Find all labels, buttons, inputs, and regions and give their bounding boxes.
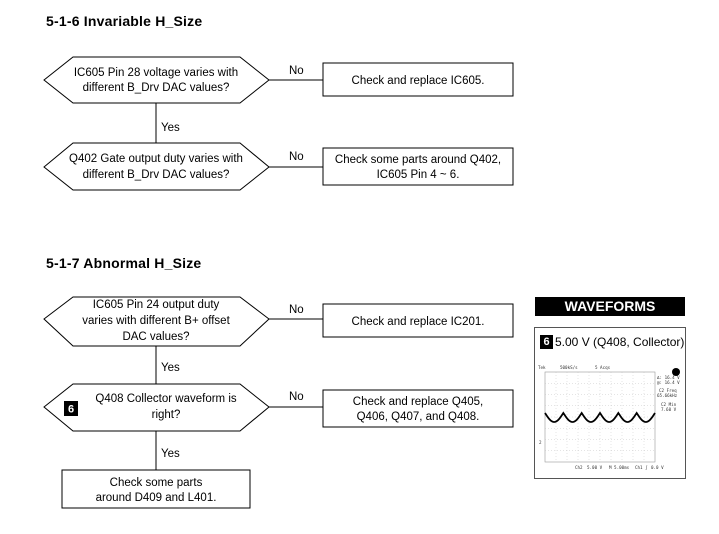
decision-d3-line-2: varies with different B+ offset: [82, 315, 230, 327]
oscilloscope-screen: Tek 500kS/s 5 Acqs Δ: 16.4 V @: 16.4 V C…: [538, 365, 680, 470]
scope-ch-marker: 2: [539, 440, 542, 445]
scope-bottom-volts: 5.00 V: [587, 465, 603, 470]
decision-d2-line-1: Q402 Gate output duty varies with: [69, 153, 243, 165]
result-r2-line-1: Check some parts around Q402,: [335, 154, 501, 166]
result-r3: [322, 303, 514, 338]
waveform-ref-badge-label: 6: [68, 404, 74, 416]
result-r4-line-2: Q406, Q407, and Q408.: [357, 411, 480, 423]
result-r1-line-1: Check and replace IC605.: [352, 75, 485, 87]
scope-readout-6: 7.60 V: [661, 407, 677, 412]
waveforms-title: WAVEFORMS: [535, 297, 685, 316]
result-r4-line-1: Check and replace Q405,: [353, 396, 483, 408]
scope-bottom-trig: Ch1 ∫: [635, 465, 648, 470]
result-r5-line-1: Check some parts: [110, 477, 203, 489]
decision-d1: [43, 56, 270, 104]
label-d2-no: No: [289, 151, 304, 163]
decision-d4-line-2: right?: [152, 409, 181, 421]
waveform-badge: 6: [540, 334, 553, 349]
waveform-label-text: 5.00 V (Q408, Collector): [555, 334, 685, 349]
section-heading-abnormal-h-size: 5-1-7 Abnormal H_Size: [46, 255, 202, 271]
scope-readout-2: @: 16.4 V: [657, 380, 680, 385]
result-r5: [61, 469, 251, 509]
decision-d3-line-1: IC605 Pin 24 output duty: [93, 299, 220, 311]
waveform-ref-badge: [64, 401, 78, 416]
label-d3-no: No: [289, 304, 304, 316]
label-d4-no: No: [289, 391, 304, 403]
decision-d2: [43, 142, 270, 191]
label-d1-yes: Yes: [161, 122, 180, 134]
result-r4: [322, 389, 514, 428]
scope-readout-1: Δ: 16.4 V: [657, 375, 680, 380]
scope-top-left: Tek: [538, 365, 546, 370]
decision-d1-line-1: IC605 Pin 28 voltage varies with: [74, 67, 238, 79]
section-heading-invariable-h-size: 5-1-6 Invariable H_Size: [46, 13, 203, 29]
scope-readout-3: C2 Freq: [659, 388, 677, 393]
scope-bottom-time: M 5.00ms: [609, 465, 630, 470]
decision-d3-line-3: DAC values?: [122, 331, 189, 343]
label-d1-no: No: [289, 65, 304, 77]
scope-knob-icon: [672, 368, 680, 376]
scope-readout-4: 65.66kHz: [657, 393, 678, 398]
label-d4-yes: Yes: [161, 448, 180, 460]
result-r2: [322, 147, 514, 186]
scope-bottom-trig-v: 0.0 V: [651, 465, 664, 470]
result-r5-line-2: around D409 and L401.: [96, 492, 217, 504]
scope-waveform: [544, 411, 656, 423]
decision-d1-line-2: different B_Drv DAC values?: [83, 82, 230, 94]
scope-bottom-ch: Ch2: [575, 465, 583, 470]
scope-readout-5: C2 Min: [661, 402, 677, 407]
result-r2-line-2: IC605 Pin 4 ~ 6.: [377, 169, 460, 181]
result-r3-line-1: Check and replace IC201.: [352, 316, 485, 328]
result-r1: [322, 62, 514, 97]
label-d3-yes: Yes: [161, 362, 180, 374]
scope-top-right: 5 Acqs: [595, 365, 611, 370]
scope-top-mid: 500kS/s: [560, 365, 578, 370]
decision-d4-line-1: Q408 Collector waveform is: [95, 393, 236, 405]
decision-d2-line-2: different B_Drv DAC values?: [83, 169, 230, 181]
